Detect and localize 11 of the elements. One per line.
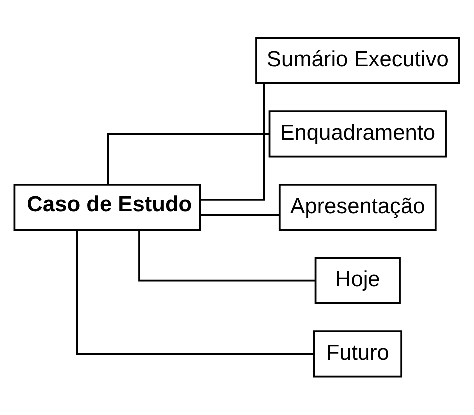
node-box: Apresentação [278, 184, 437, 232]
node-box: Sumário Executivo [256, 37, 460, 84]
connector [200, 84, 266, 201]
connector [107, 133, 270, 185]
node-box: Enquadramento [268, 110, 447, 158]
connector [138, 230, 316, 282]
node-box: Hoje [314, 257, 401, 304]
connector [200, 214, 280, 216]
node-box: Caso de Estudo [14, 184, 202, 232]
connector [76, 230, 314, 356]
node-box: Futuro [313, 330, 403, 378]
